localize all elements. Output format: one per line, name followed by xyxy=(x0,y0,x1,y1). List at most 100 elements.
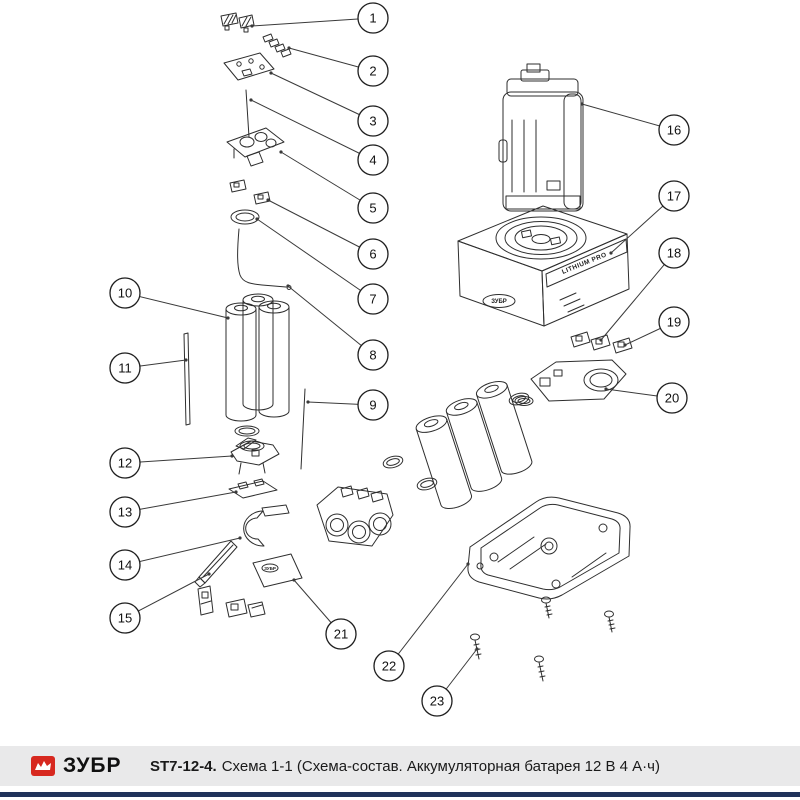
part-18-contact-clips-right xyxy=(570,331,611,351)
callout-circle-20 xyxy=(656,382,688,414)
callout-arrow-dot xyxy=(475,647,479,651)
callout-arrow-dot xyxy=(287,46,291,50)
model-number: ST7-12-4. xyxy=(150,757,217,775)
part-12-bracket xyxy=(230,437,280,475)
part-4-rod xyxy=(245,89,250,138)
callout-arrow-dot xyxy=(234,490,238,494)
callout-leader-line xyxy=(124,292,229,319)
brand-name: ЗУБР xyxy=(63,754,122,777)
callout-number: 2 xyxy=(369,64,376,79)
part-20-frame-bracket xyxy=(514,359,627,406)
callout-circle-10 xyxy=(109,277,141,309)
part-5-cell-holder xyxy=(226,127,285,167)
part-22-bottom-casing xyxy=(467,496,631,600)
footer: ЗУБР ST7-12-4.Схема 1-1 (Схема-состав. А… xyxy=(0,746,800,786)
part-9-rod-long xyxy=(300,388,306,470)
callout-leader-line xyxy=(287,285,374,356)
callout-leader-line xyxy=(256,218,374,300)
callout-circle-15 xyxy=(109,602,141,634)
part-17-charger-base: LITHIUM PRO ЗУБР xyxy=(457,205,630,327)
callout-circle-17 xyxy=(658,180,690,212)
callout-arrow-dot xyxy=(609,251,613,255)
callout-circle-1 xyxy=(357,2,389,34)
callout-number: 14 xyxy=(118,558,132,573)
callout-circle-3 xyxy=(357,105,389,137)
callout-circle-12 xyxy=(109,447,141,479)
callout-number: 8 xyxy=(369,348,376,363)
zubr-logo-icon xyxy=(31,756,55,776)
callout-arrow-dot xyxy=(279,150,283,154)
callout-arrow-dot xyxy=(207,572,211,576)
callout-leader-line xyxy=(388,563,469,667)
callout-leader-line xyxy=(124,573,210,619)
callout-number: 9 xyxy=(369,398,376,413)
callout-arrow-dot xyxy=(623,343,627,347)
callout-arrow-dot xyxy=(255,217,259,221)
callout-number: 23 xyxy=(430,694,444,709)
callout-leader-line xyxy=(124,537,241,566)
part-19-contact-clip xyxy=(612,337,633,354)
callout-circle-4 xyxy=(357,144,389,176)
callout-number: 13 xyxy=(118,505,132,520)
callout-number: 11 xyxy=(118,361,132,376)
part-16-battery-pack xyxy=(498,63,584,212)
callout-number: 1 xyxy=(369,11,376,26)
callout-arrow-dot xyxy=(230,454,234,458)
part-7-o-ring xyxy=(230,209,260,225)
part-23-screws xyxy=(470,596,616,682)
callout-arrow-dot xyxy=(250,24,254,28)
callout-arrow-dot xyxy=(269,71,273,75)
callout-circle-9 xyxy=(357,389,389,421)
callout-leader-line xyxy=(267,199,374,255)
part-6-contact-clips xyxy=(229,179,271,205)
callout-leader-line xyxy=(251,17,374,27)
callout-arrow-dot xyxy=(184,358,188,362)
callout-leader-line xyxy=(124,491,237,513)
callout-circle-14 xyxy=(109,549,141,581)
callout-number: 22 xyxy=(382,659,396,674)
callout-number: 17 xyxy=(667,189,681,204)
callout-circle-5 xyxy=(357,192,389,224)
callout-circle-19 xyxy=(658,306,690,338)
part-3-pcb xyxy=(223,52,275,81)
part-14-hook-clip xyxy=(243,504,290,547)
callout-circle-22 xyxy=(373,650,405,682)
small-mount-clips xyxy=(197,585,266,618)
callout-arrow-dot xyxy=(286,284,290,288)
callout-leader-line xyxy=(124,455,233,464)
callout-arrow-dot xyxy=(580,102,584,106)
callout-leader-line xyxy=(600,252,675,341)
callout-arrow-dot xyxy=(599,338,603,342)
callout-arrow-dot xyxy=(249,98,253,102)
callout-number: 18 xyxy=(667,246,681,261)
callout-circle-21 xyxy=(325,618,357,650)
callout-number: 5 xyxy=(369,201,376,216)
callout-leader-line xyxy=(270,72,374,122)
footer-accent-line xyxy=(0,792,800,797)
callout-number: 10 xyxy=(118,286,132,301)
callout-number: 4 xyxy=(369,153,376,168)
callout-circle-11 xyxy=(109,352,141,384)
callout-arrow-dot xyxy=(466,562,470,566)
callout-arrow-dot xyxy=(604,387,608,391)
callout-leader-line xyxy=(250,99,374,161)
callout-arrow-dot xyxy=(292,578,296,582)
callout-arrow-dot xyxy=(306,400,310,404)
exploded-parts-diagram: ЗУБР xyxy=(109,2,690,717)
part-1-contact-plates xyxy=(220,12,255,33)
callout-circle-23 xyxy=(421,685,453,717)
callout-circle-8 xyxy=(357,339,389,371)
caption-text: Схема 1-1 (Схема-состав. Аккумуляторная … xyxy=(221,757,660,775)
callout-arrow-dot xyxy=(266,198,270,202)
part-8-wire xyxy=(237,228,292,290)
callout-circle-2 xyxy=(357,55,389,87)
callout-leader-line xyxy=(581,103,675,131)
callout-leader-line xyxy=(280,151,374,209)
callout-number: 21 xyxy=(334,627,348,642)
part-11-insulation-strip xyxy=(183,332,191,426)
o-rings-right xyxy=(382,392,530,491)
callout-number: 6 xyxy=(369,247,376,262)
callout-number: 7 xyxy=(369,292,376,307)
callout-number: 15 xyxy=(118,611,132,626)
